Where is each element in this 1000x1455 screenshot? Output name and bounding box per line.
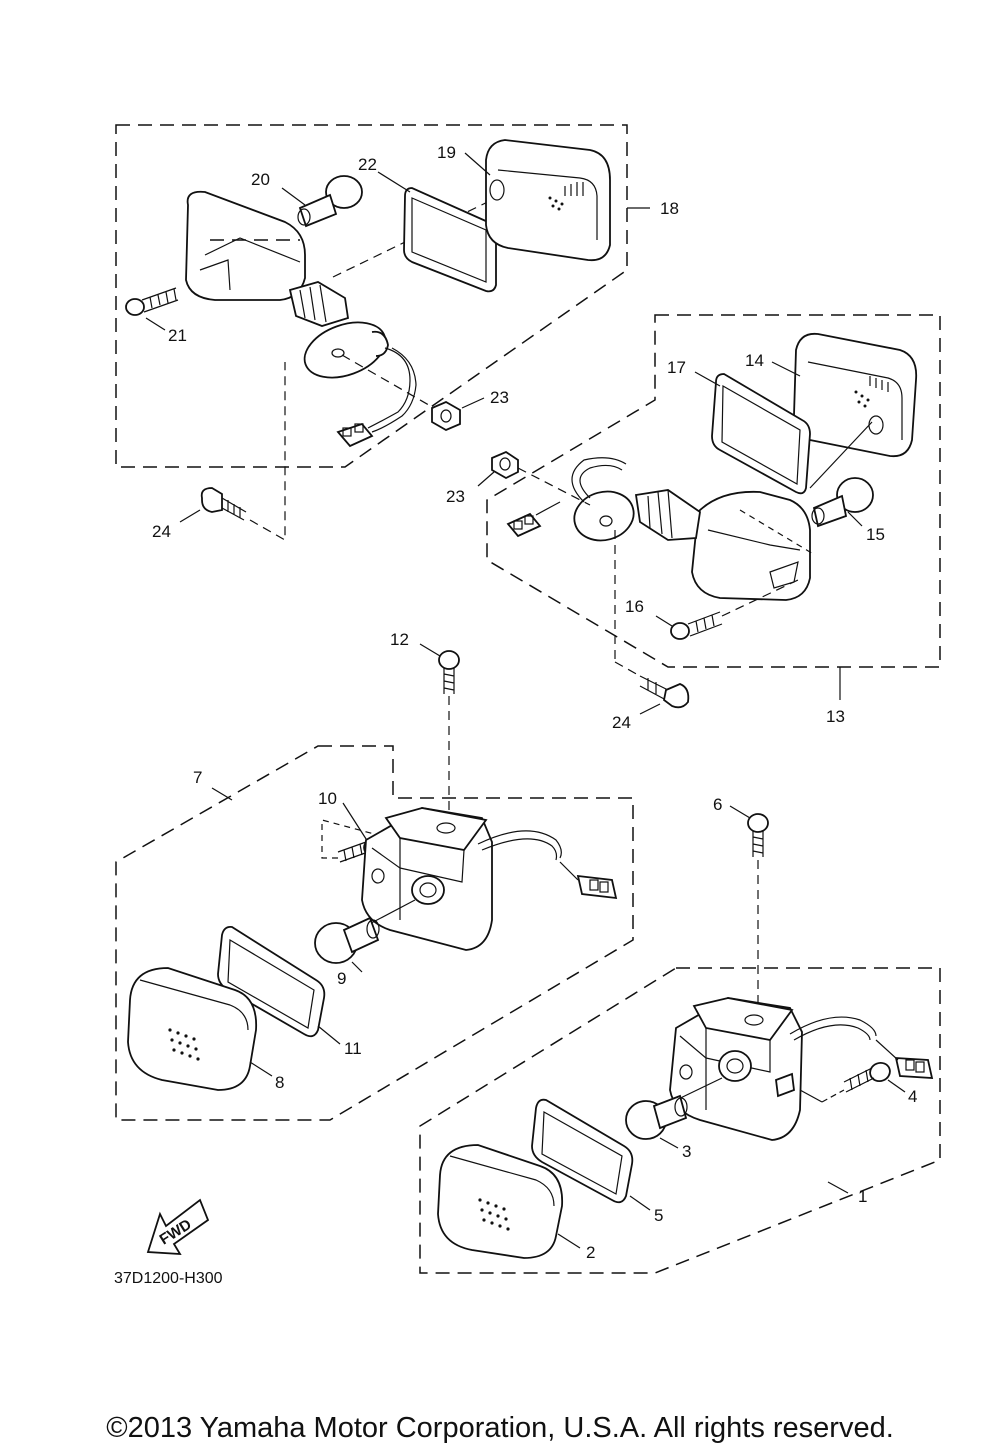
callout-1: 1 (858, 1187, 867, 1206)
bulb-3 (625, 1094, 688, 1140)
callout-9: 9 (337, 969, 346, 988)
lens-2 (437, 1144, 563, 1259)
callout-23-right: 23 (446, 487, 465, 506)
callout-8: 8 (275, 1073, 284, 1092)
callout-21: 21 (168, 326, 187, 345)
callout-22: 22 (358, 155, 377, 174)
flasher-housing-1 (669, 997, 934, 1141)
lens-14 (793, 332, 918, 458)
callout-23-left: 23 (490, 388, 509, 407)
callout-13: 13 (826, 707, 845, 726)
screw-12 (438, 650, 460, 694)
callout-17: 17 (667, 358, 686, 377)
callout-3: 3 (682, 1142, 691, 1161)
lens-19 (485, 139, 611, 262)
bulb-20 (297, 175, 363, 228)
gasket-5 (531, 1098, 634, 1204)
bulb-15 (811, 477, 874, 528)
callout-14: 14 (745, 351, 764, 370)
callout-18: 18 (660, 199, 679, 218)
callout-15: 15 (866, 525, 885, 544)
assembly-7-rear-flasher-left (115, 643, 634, 1121)
screw-21 (125, 287, 179, 316)
screw-4 (843, 1061, 891, 1093)
screw-6 (747, 813, 769, 857)
callout-labels: 1 2 3 4 5 6 7 8 9 10 11 12 13 14 15 16 1… (152, 143, 917, 1262)
callout-2: 2 (586, 1243, 595, 1262)
assembly-13-front-flasher-right (477, 314, 941, 715)
callout-24-left: 24 (152, 522, 171, 541)
copyright-footer: ©2013 Yamaha Motor Corporation, U.S.A. A… (106, 1412, 894, 1444)
callout-20: 20 (251, 170, 270, 189)
part-code-label: 37D1200-H300 (114, 1270, 223, 1287)
callout-5: 5 (654, 1206, 663, 1225)
callout-4: 4 (908, 1087, 917, 1106)
flasher-housing-18 (185, 190, 417, 448)
fwd-arrow-icon: FWD (146, 1198, 210, 1256)
assembly-1-rear-flasher-right (419, 805, 941, 1274)
flasher-housing-13 (506, 457, 811, 601)
lens-2-dots (478, 1198, 510, 1231)
bolt-24-left (200, 487, 247, 521)
gasket-17 (711, 373, 811, 495)
callout-7: 7 (193, 768, 202, 787)
gasket-22 (403, 187, 497, 293)
bulb-9 (314, 916, 380, 964)
lens-8 (127, 967, 258, 1091)
nut-23-left (431, 400, 461, 432)
assembly-18-front-flasher-left (115, 124, 650, 542)
callout-10: 10 (318, 789, 337, 808)
bolt-24-right (639, 675, 690, 709)
nut-23-right (491, 450, 519, 480)
callout-12: 12 (390, 630, 409, 649)
callout-16: 16 (625, 597, 644, 616)
callout-11: 11 (344, 1039, 362, 1058)
lens-8-dots (168, 1028, 200, 1061)
screw-16 (670, 611, 723, 640)
callout-24-right: 24 (612, 713, 631, 732)
callout-6: 6 (713, 795, 722, 814)
callout-19: 19 (437, 143, 456, 162)
flasher-housing-7 (361, 807, 618, 951)
